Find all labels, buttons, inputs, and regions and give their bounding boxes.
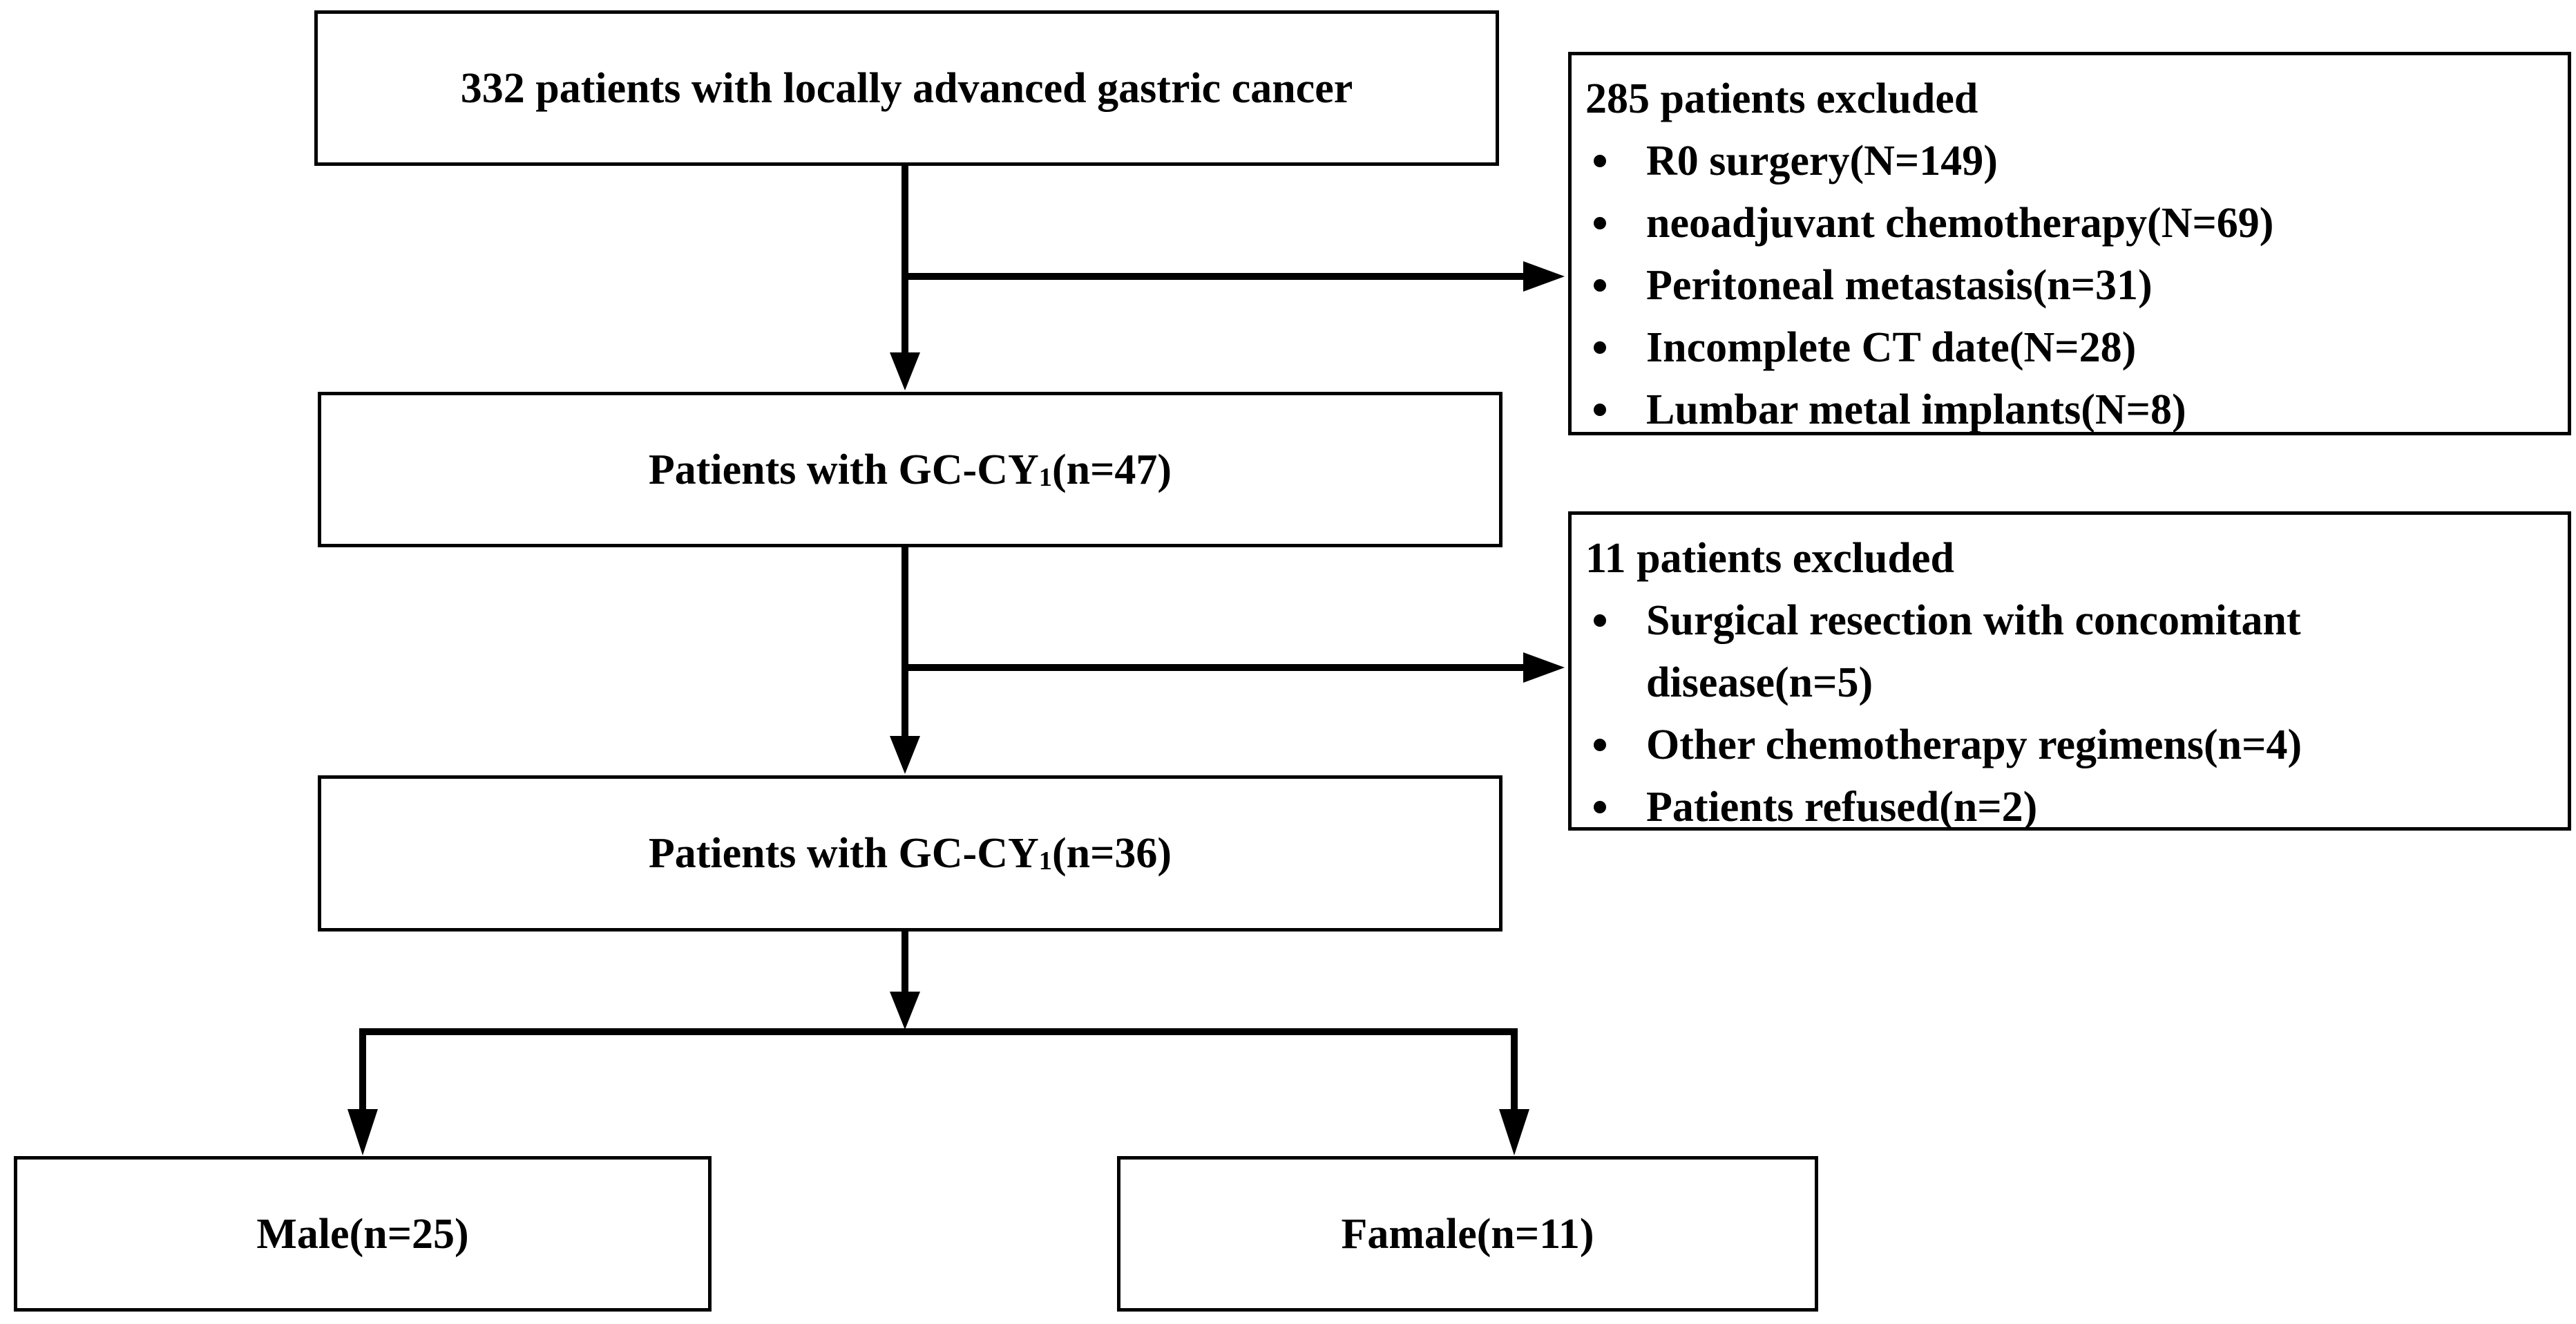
step1-box: 332 patients with locally advanced gastr… <box>314 10 1499 166</box>
step2-label-subscript: 1 <box>1038 462 1052 492</box>
exclusion1-item: Lumbar metal implants(N=8) <box>1585 379 2568 441</box>
exclusion1-list: R0 surgery(N=149) neoadjuvant chemothera… <box>1585 130 2568 441</box>
arrowhead-male <box>347 1109 378 1155</box>
exclusion2-item-line2: disease(n=5) <box>1646 659 1873 706</box>
exclusion2-item: Surgical resection with concomitant dise… <box>1585 589 2568 714</box>
exclusion1-item: Peritoneal metastasis(n=31) <box>1585 254 2568 316</box>
male-box: Male(n=25) <box>14 1156 712 1312</box>
exclusion2-item: Patients refused(n=2) <box>1585 776 2568 838</box>
male-label: Male(n=25) <box>256 1210 469 1258</box>
exclusion2-box: 11 patients excluded Surgical resection … <box>1568 511 2571 831</box>
step2-label-suffix: (n=47) <box>1051 446 1172 493</box>
step2-label-prefix: Patients with GC-CY <box>648 446 1039 493</box>
step3-label-prefix: Patients with GC-CY <box>648 830 1039 877</box>
exclusion1-item: neoadjuvant chemotherapy(N=69) <box>1585 192 2568 254</box>
exclusion2-list: Surgical resection with concomitant dise… <box>1585 589 2568 838</box>
exclusion2-item: Other chemotherapy regimens(n=4) <box>1585 714 2568 776</box>
step2-label: Patients with GC-CY1(n=47) <box>649 448 1172 491</box>
exclusion2-title: 11 patients excluded <box>1585 535 1954 582</box>
arrowhead-step3 <box>890 736 920 774</box>
female-label: Famale(n=11) <box>1341 1210 1594 1258</box>
step3-label: Patients with GC-CY1(n=36) <box>649 832 1172 875</box>
exclusion1-box: 285 patients excluded R0 surgery(N=149) … <box>1568 52 2571 435</box>
step3-box: Patients with GC-CY1(n=36) <box>318 775 1502 931</box>
exclusion1-item: R0 surgery(N=149) <box>1585 130 2568 192</box>
step3-label-subscript: 1 <box>1038 847 1052 876</box>
arrowhead-split <box>890 992 920 1030</box>
step2-box: Patients with GC-CY1(n=47) <box>318 392 1502 547</box>
arrowhead-exclusion2 <box>1523 652 1565 683</box>
step3-label-suffix: (n=36) <box>1051 830 1172 877</box>
exclusion1-title: 285 patients excluded <box>1585 75 1978 122</box>
arrowhead-female <box>1499 1109 1529 1155</box>
arrowhead-exclusion1 <box>1523 261 1565 292</box>
female-box: Famale(n=11) <box>1117 1156 1818 1312</box>
step1-label: 332 patients with locally advanced gastr… <box>460 64 1353 112</box>
exclusion2-item-line1: Surgical resection with concomitant <box>1646 597 2301 644</box>
arrowhead-step2 <box>890 352 920 390</box>
exclusion1-item: Incomplete CT date(N=28) <box>1585 316 2568 379</box>
